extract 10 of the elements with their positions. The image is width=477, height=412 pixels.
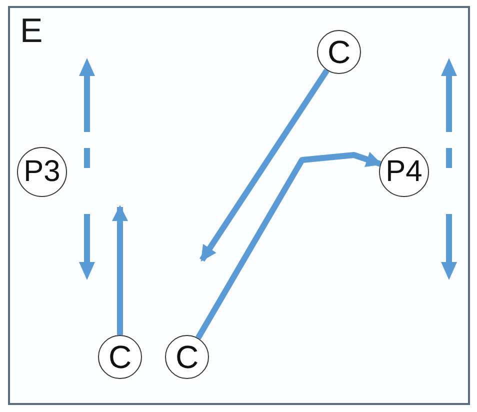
frame-box [8,6,470,405]
arrow [200,68,330,262]
circle-node: C [317,30,361,74]
arrow [112,205,128,335]
arrow [196,152,382,340]
circle-node: C [98,335,142,379]
frame-label: E [20,12,43,51]
circle-node: P3 [17,147,67,197]
circle-node: C [165,335,209,379]
circle-node: P4 [379,147,429,197]
